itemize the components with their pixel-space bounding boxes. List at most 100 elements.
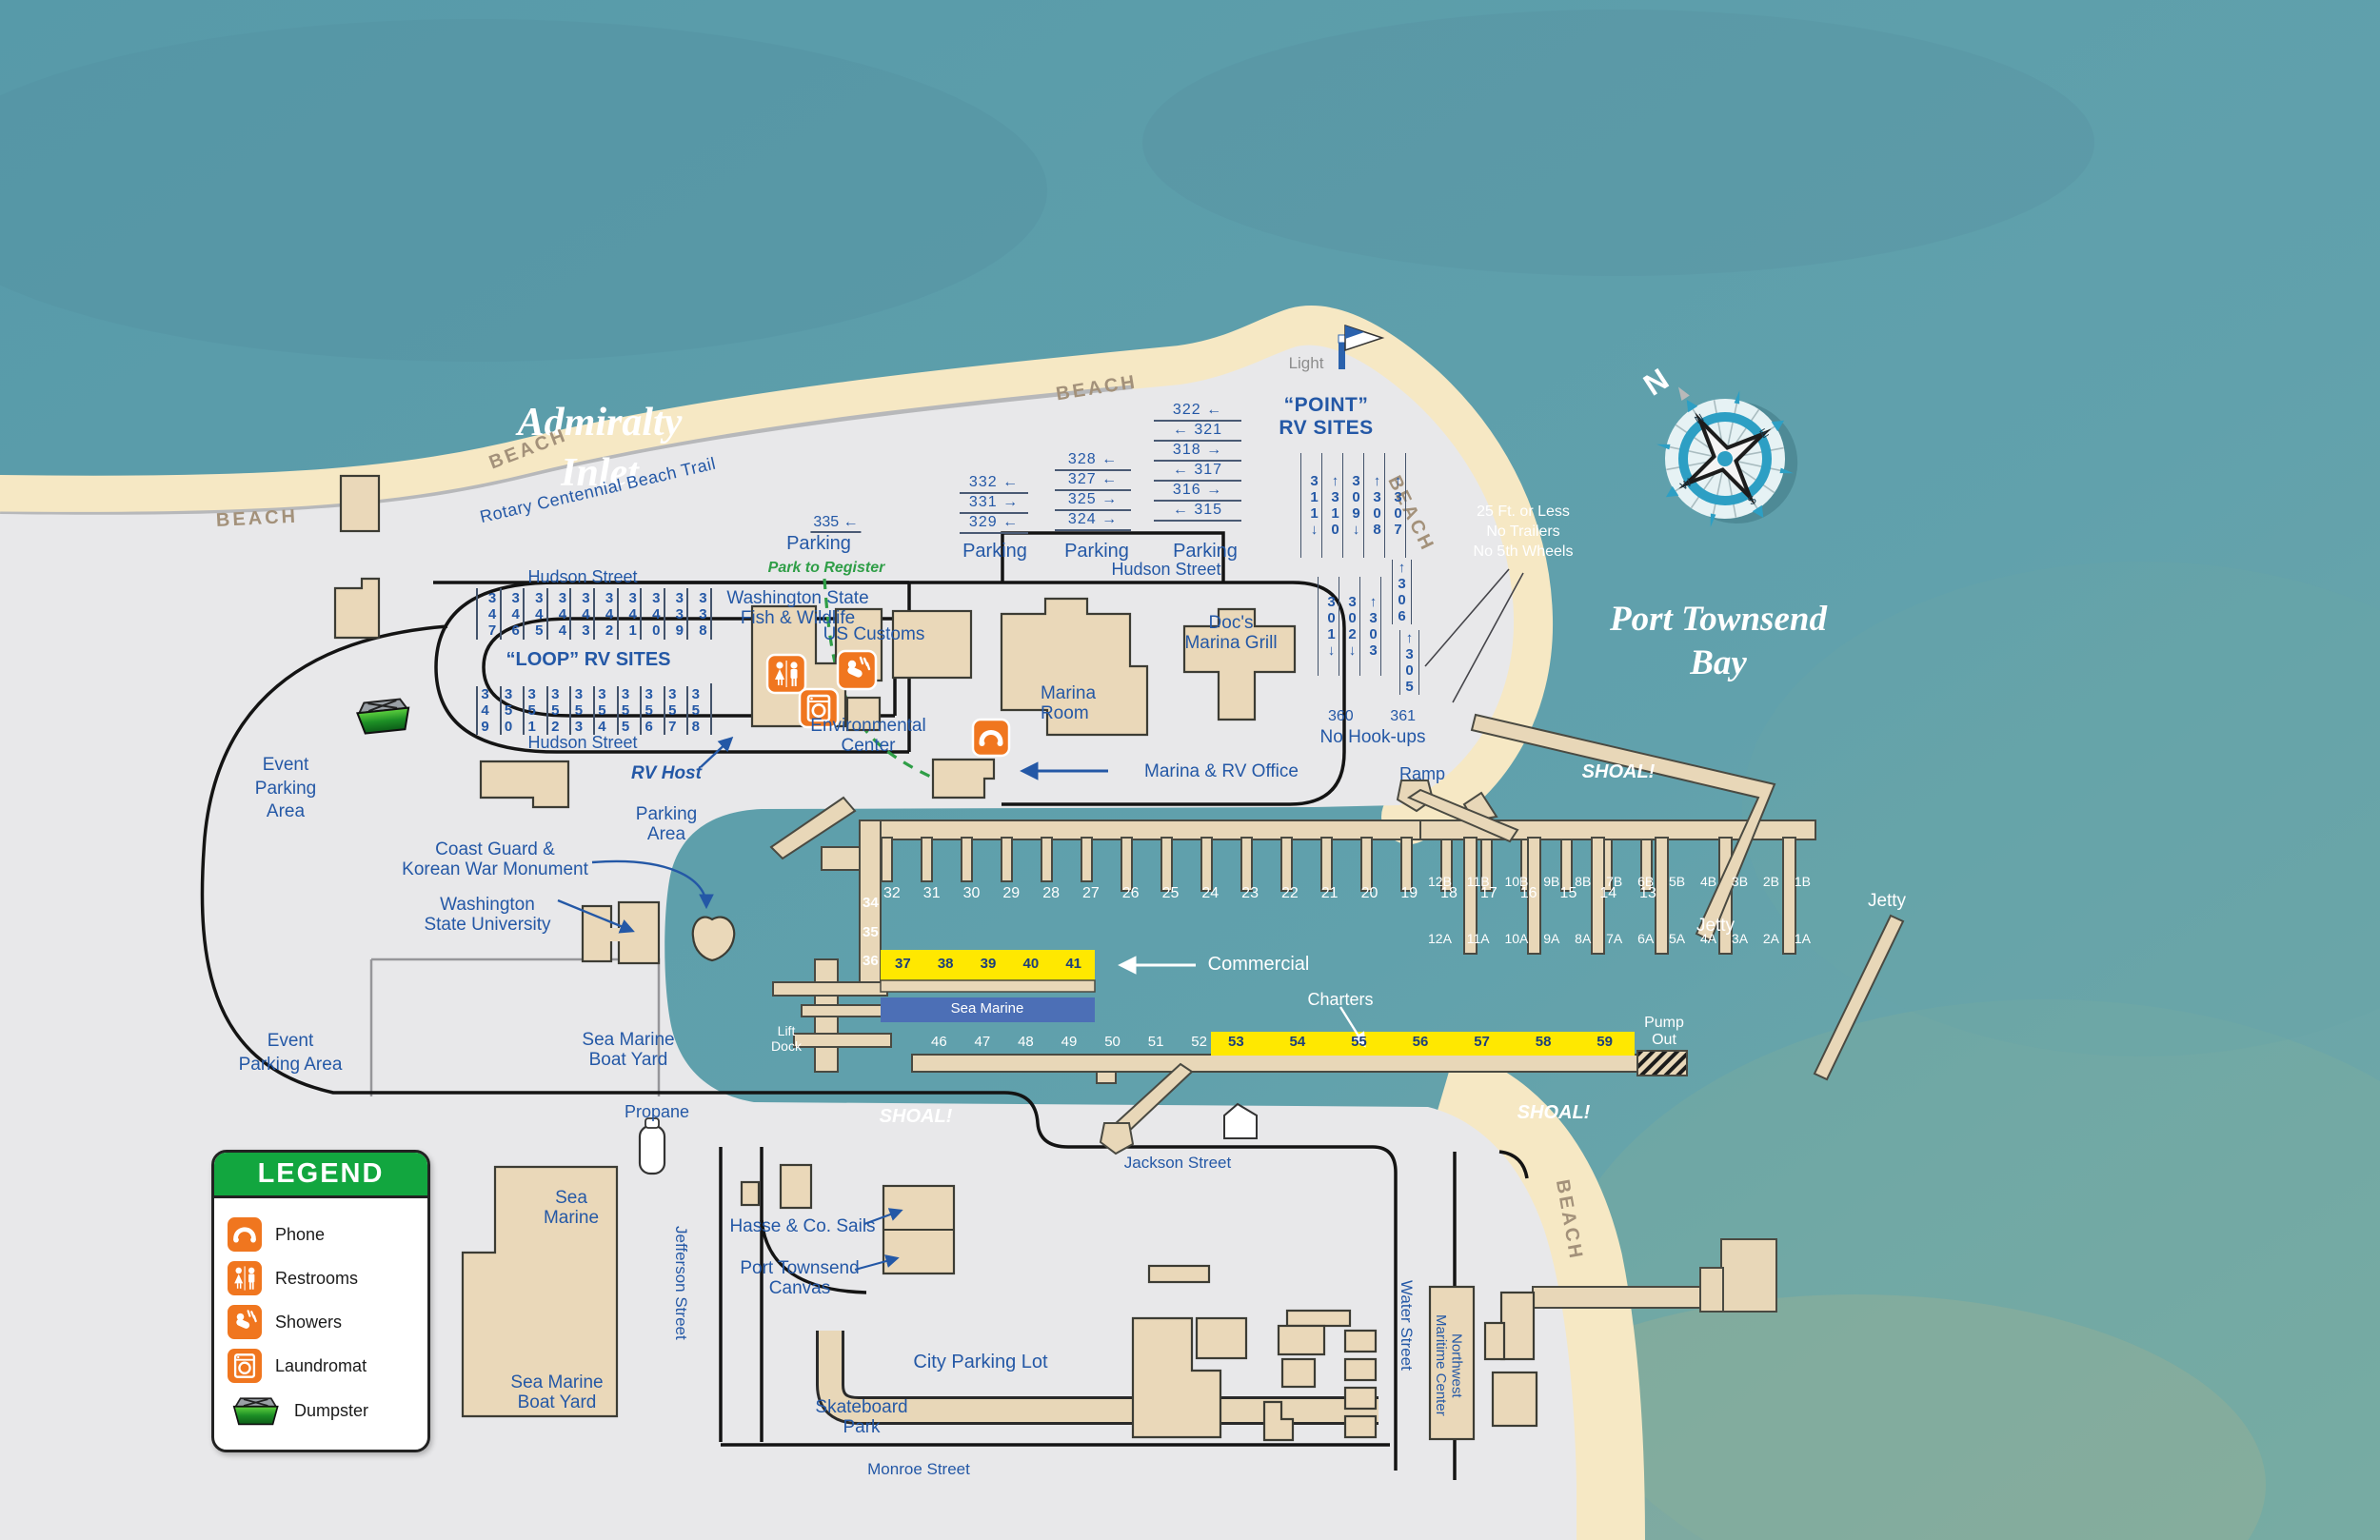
parking-label: Parking xyxy=(786,533,851,554)
shoal-label: SHOAL! xyxy=(879,1106,953,1127)
berth-number: 12A xyxy=(1428,931,1452,946)
pump-out-hatch xyxy=(1636,1050,1688,1076)
berth-number: 50 xyxy=(1104,1034,1121,1050)
site-number: 318 → xyxy=(1154,442,1241,462)
coast-guard-label: Coast Guard &Korean War Monument xyxy=(402,839,588,880)
site-number: 340 xyxy=(640,588,664,640)
light-label: Light xyxy=(1288,354,1324,372)
legend-item-laundromat: Laundromat xyxy=(228,1349,414,1383)
site-number: 352 xyxy=(545,686,570,735)
berth-number: 2A xyxy=(1762,931,1779,946)
site-number: 358 xyxy=(686,686,710,735)
legend-item-dumpster: Dumpster xyxy=(228,1392,414,1429)
berth-number: 8A xyxy=(1575,931,1592,946)
berth-number: 17 xyxy=(1479,885,1497,901)
sea-marine-bar-label: Sea Marine xyxy=(950,1000,1024,1017)
site-number: 345 xyxy=(523,588,547,640)
callout-lines xyxy=(557,568,1524,1272)
west-dock-numbers: 34 35 36 xyxy=(863,895,879,969)
beach-label: BEACH xyxy=(215,505,299,532)
berth-number: 5B xyxy=(1669,874,1686,889)
site-number: 342 xyxy=(592,588,618,640)
site-number: ← 317 xyxy=(1154,462,1241,482)
berth-number: 37 xyxy=(895,956,911,972)
berth-number: 47 xyxy=(974,1034,991,1050)
berth-number: 34 xyxy=(863,895,879,911)
docks xyxy=(769,713,1905,1313)
berth-number: 8B xyxy=(1575,874,1592,889)
site-number: 322 ← xyxy=(1154,402,1241,422)
hudson-street-label: Hudson Street xyxy=(1111,560,1221,579)
berth-number: 3B xyxy=(1731,874,1749,889)
restrooms-icon xyxy=(228,1261,262,1295)
sea-marine-strip xyxy=(881,997,1095,1022)
berth-number: 3A xyxy=(1731,931,1749,946)
berth-number: 11B xyxy=(1466,874,1490,889)
commercial-strip xyxy=(881,950,1095,980)
ramp-label: Ramp xyxy=(1398,764,1446,783)
parking-label: Parking xyxy=(1064,541,1129,562)
berth-number: 55 xyxy=(1351,1034,1367,1050)
shoal-label: SHOAL! xyxy=(1517,1102,1591,1123)
site-number: 309↓ xyxy=(1342,453,1364,558)
berth-number: 58 xyxy=(1535,1034,1552,1050)
parking-sites-west: 332 ←331 →329 ← xyxy=(960,474,1028,534)
berth-number: 57 xyxy=(1474,1034,1490,1050)
berth-number: 59 xyxy=(1597,1034,1613,1050)
monroe-street-label: Monroe Street xyxy=(867,1460,970,1478)
legend-item-phone: Phone xyxy=(228,1217,414,1252)
legend-item-label: Dumpster xyxy=(294,1400,369,1420)
dumpster-icon xyxy=(356,698,410,735)
berth-number: 20 xyxy=(1360,885,1378,901)
legend-title: LEGEND xyxy=(214,1153,427,1198)
legend-item-label: Showers xyxy=(275,1312,343,1332)
jefferson-street-label: Jefferson Street xyxy=(672,1226,691,1340)
berth-number: 10A xyxy=(1504,931,1529,946)
point-rv-sites-label: “POINT”RV SITES xyxy=(1279,394,1374,439)
legend-item-label: Restrooms xyxy=(275,1268,359,1288)
site-number: 328 ← xyxy=(1055,451,1131,471)
berth-number: 18 xyxy=(1440,885,1458,901)
berth-number: 14 xyxy=(1599,885,1617,901)
light-flag-icon xyxy=(1338,324,1385,369)
berth-number: 36 xyxy=(863,953,879,969)
berth-number: 54 xyxy=(1289,1034,1306,1050)
site-number: 344 xyxy=(545,588,570,640)
city-parking-lot-label: City Parking Lot xyxy=(913,1352,1048,1372)
dumpster-icon xyxy=(228,1392,281,1429)
propane-tank-icon xyxy=(638,1117,666,1175)
berth-number: 52 xyxy=(1191,1034,1207,1050)
site-number: 338 xyxy=(686,588,711,640)
berth-number: 9B xyxy=(1543,874,1560,889)
charters-label: Charters xyxy=(1307,990,1374,1009)
berth-number: 15 xyxy=(1559,885,1577,901)
site-number: 350 xyxy=(499,686,524,735)
site-number: 353 xyxy=(569,686,593,735)
berth-number: 16 xyxy=(1519,885,1537,901)
site-number: 343 xyxy=(569,588,594,640)
berth-number: 29 xyxy=(1002,885,1021,901)
jetty-label: Jetty xyxy=(1867,891,1907,911)
site-number: 351 xyxy=(523,686,546,735)
legend-item-restrooms: Restrooms xyxy=(228,1261,414,1295)
site-335: 335 ← xyxy=(810,514,862,533)
berth-number: 35 xyxy=(863,923,879,940)
jetty-label: Jetty xyxy=(1696,916,1735,936)
site-306: ↑306 xyxy=(1392,560,1412,624)
compass-rose: N E S W xyxy=(1656,386,1798,527)
site-number: 361 xyxy=(1390,708,1416,724)
